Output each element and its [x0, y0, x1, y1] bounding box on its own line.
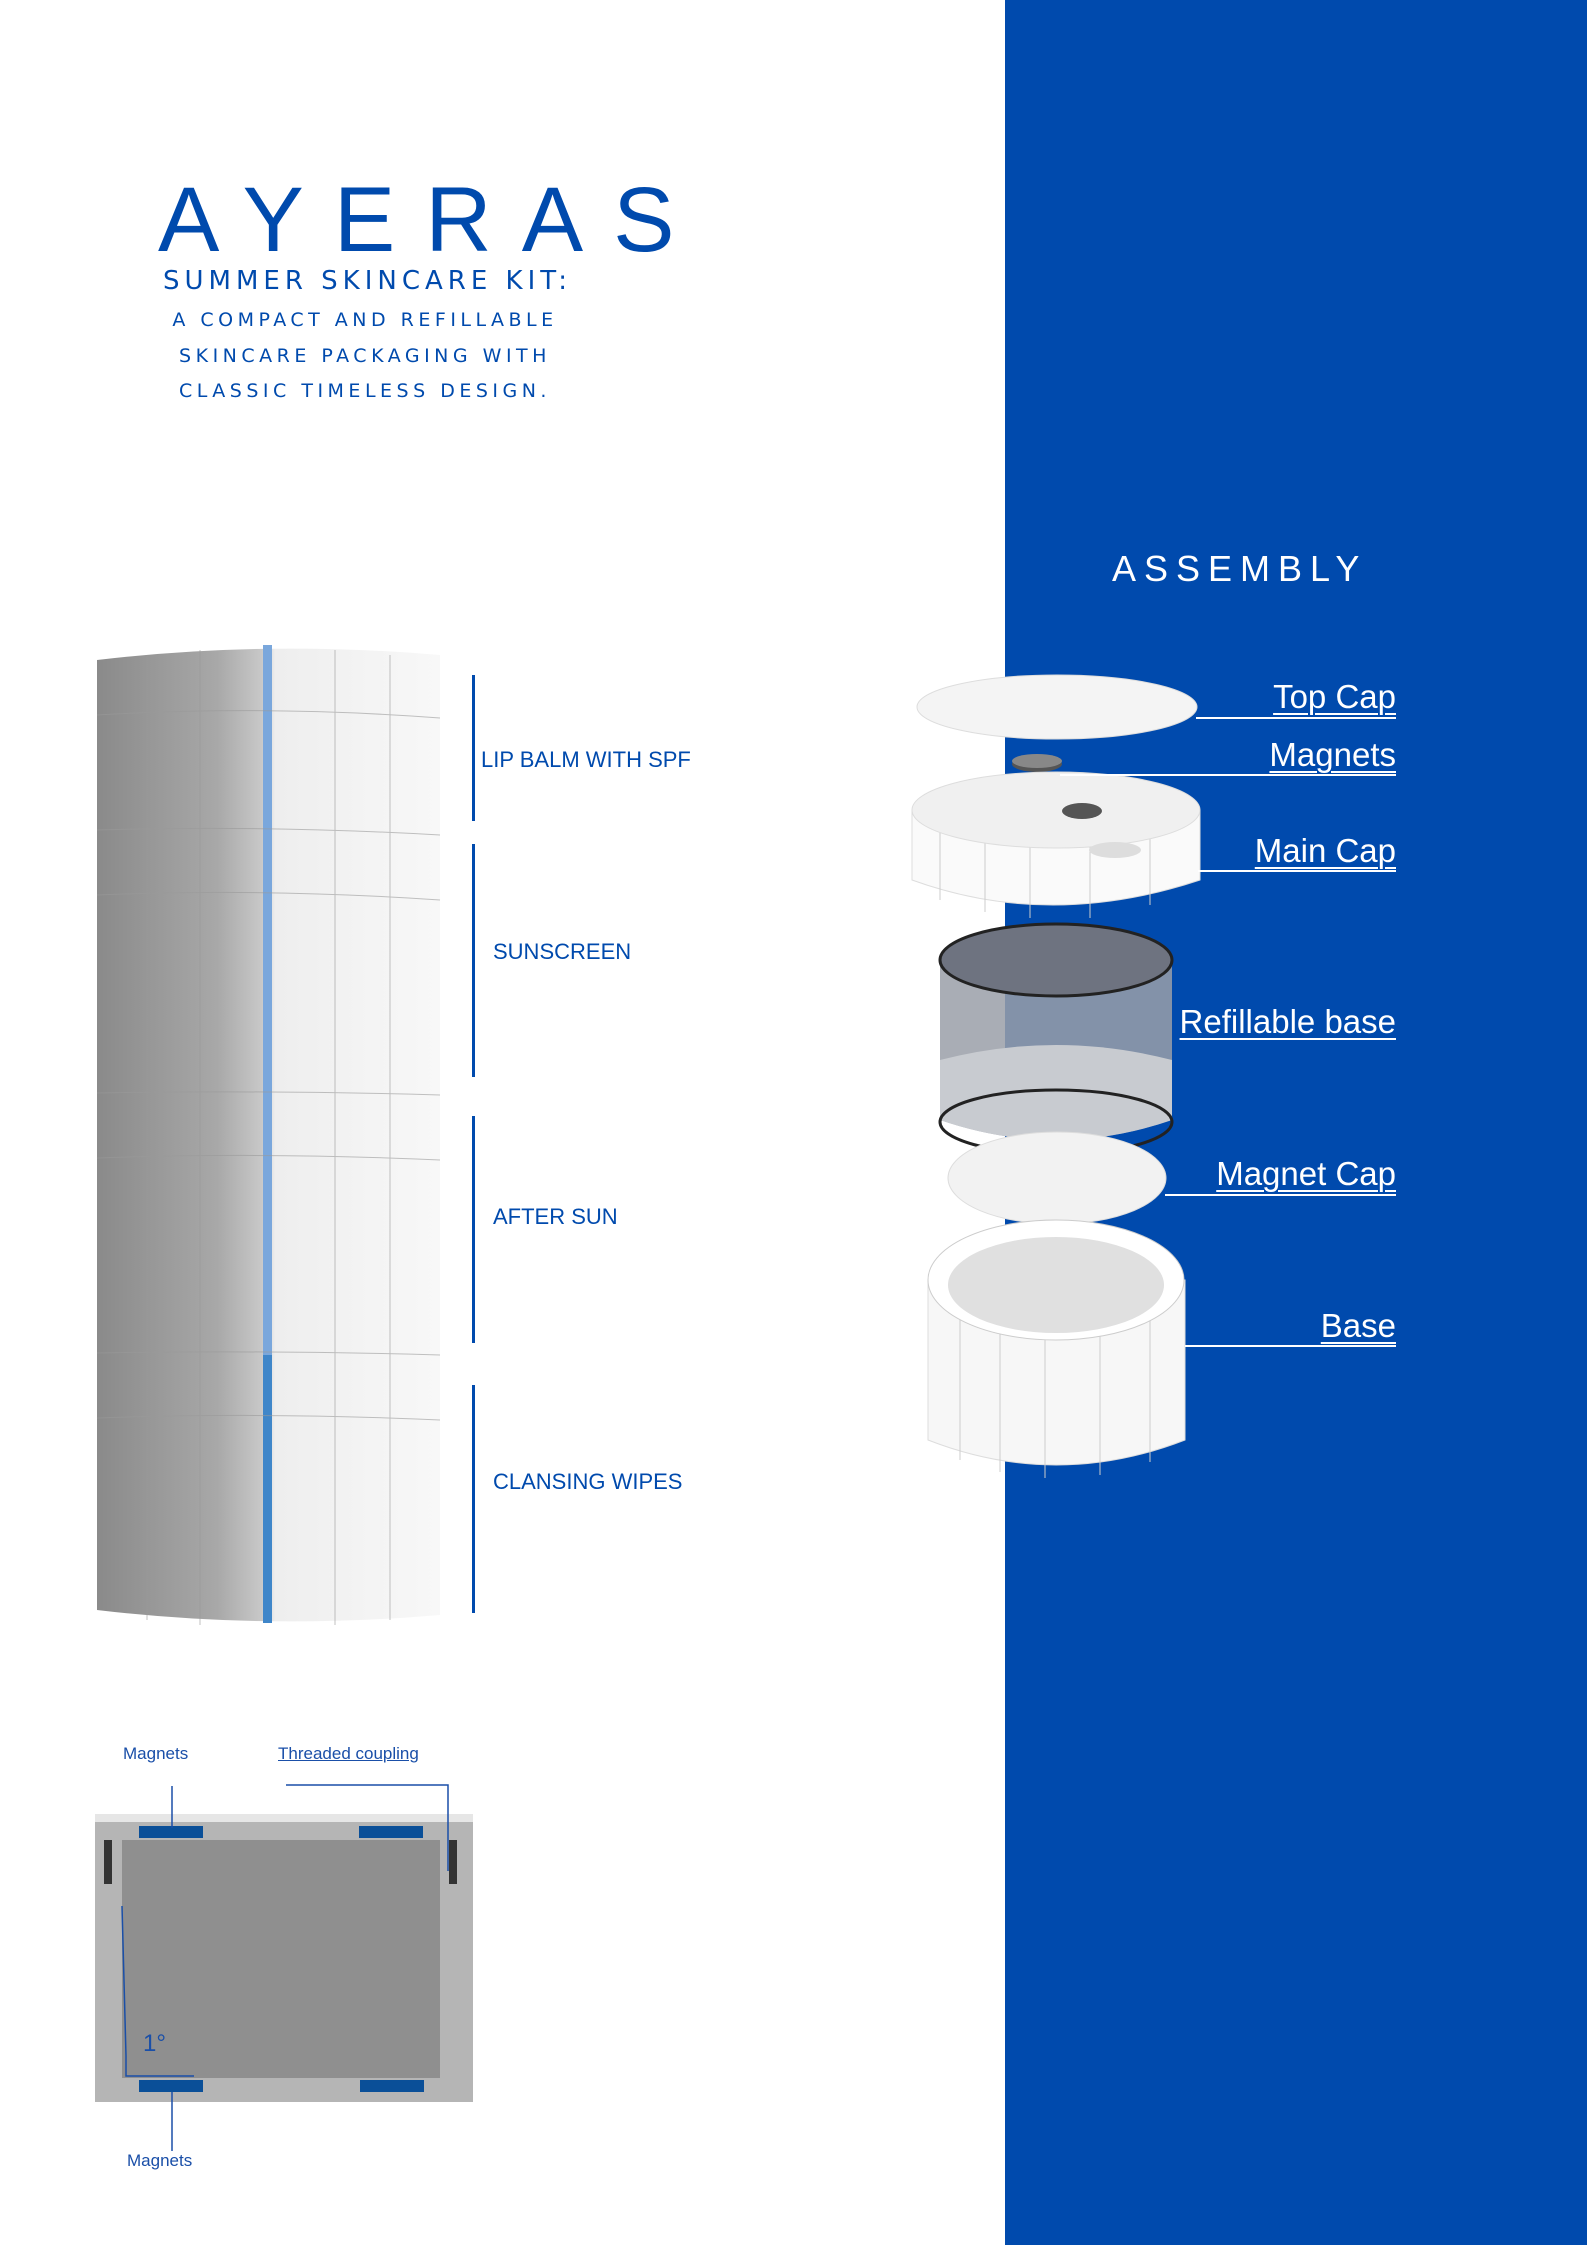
part-label-base: Base: [1320, 1307, 1396, 1344]
section-divider: [472, 844, 475, 1077]
brand-logo: AYERAS: [158, 169, 705, 271]
section-label-cleansing-wipes: CLANSING WIPES: [493, 1469, 683, 1494]
tube-illustration: [96, 645, 441, 1625]
part-label-top-cap: Top Cap: [1273, 678, 1396, 715]
tagline-2: SKINCARE PACKAGING WITH: [179, 345, 551, 367]
tagline-3: CLASSIC TIMELESS DESIGN.: [179, 380, 551, 402]
section-divider: [472, 1116, 475, 1343]
part-label-main-cap: Main Cap: [1254, 832, 1396, 869]
section-label-after-sun: AFTER SUN: [493, 1204, 618, 1229]
section-divider: [472, 675, 475, 821]
section-label-lip-balm: LIP BALM WITH SPF: [481, 747, 691, 772]
leader-line: [1185, 1345, 1396, 1347]
part-label-magnet-cap: Magnet Cap: [1216, 1155, 1396, 1192]
draft-angle-label: 1°: [143, 2030, 166, 2057]
section-divider: [472, 1385, 475, 1613]
assembly-title: ASSEMBLY: [1112, 548, 1368, 589]
leader-line: [1196, 717, 1396, 719]
leader-line: [1198, 870, 1396, 872]
leader-line: [1060, 774, 1396, 776]
exploded-assembly-illustration: [911, 674, 1201, 1478]
cross-section-illustration: [95, 1784, 473, 2151]
part-label-refillable-base: Refillable base: [1179, 1003, 1396, 1040]
tagline-1: A COMPACT AND REFILLABLE: [172, 309, 558, 331]
leader-line: [1165, 1194, 1396, 1196]
threaded-coupling-label: Threaded coupling: [278, 1744, 419, 1763]
subtitle: SUMMER SKINCARE KIT:: [163, 266, 573, 296]
part-label-magnets: Magnets: [1269, 736, 1396, 773]
section-label-sunscreen: SUNSCREEN: [493, 939, 632, 964]
magnets-bottom-label: Magnets: [127, 2151, 193, 2170]
magnets-top-label: Magnets: [123, 1744, 189, 1763]
